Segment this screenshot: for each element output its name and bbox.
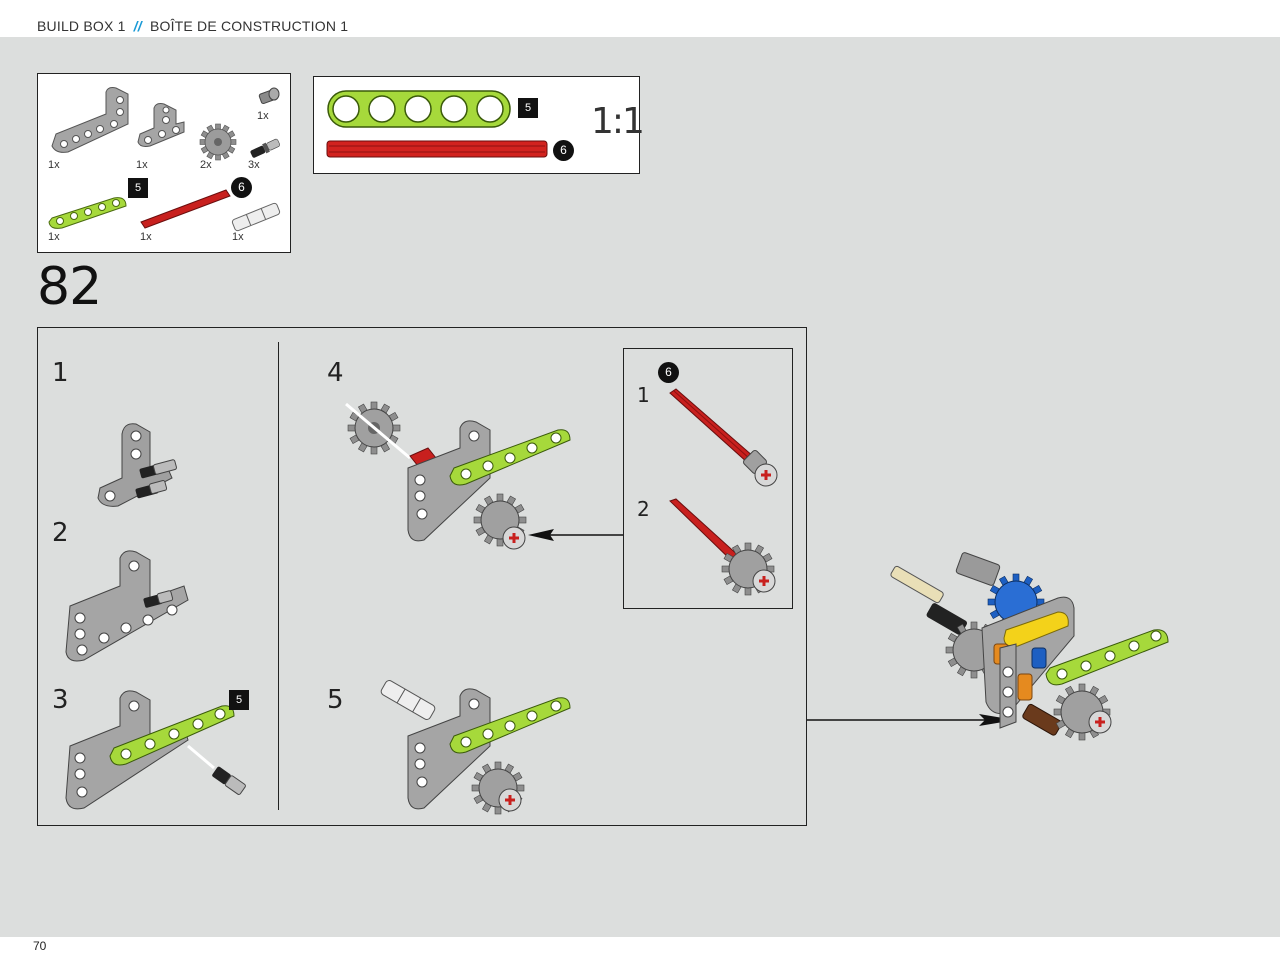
column-divider [278, 342, 279, 810]
inset-arrow [528, 529, 624, 541]
qty-l-beam-large: 1x [48, 159, 60, 171]
qty-gear: 2x [200, 159, 212, 171]
friction-pin-icon [250, 138, 281, 158]
lime-beam-scale-icon [327, 90, 511, 128]
axle-connector-icon [231, 202, 281, 232]
inset-step-2-illustration [669, 498, 776, 596]
qty-axle-connector: 1x [232, 231, 244, 243]
assembly-arrow [807, 714, 1015, 726]
step-number: 82 [37, 257, 102, 317]
header-separator: // [133, 18, 142, 34]
scale-beam-tag: 5 [518, 98, 538, 118]
inset-box: 6 1 2 [623, 348, 793, 609]
header-title: BUILD BOX 1 [37, 18, 126, 34]
inset-step-2-number: 2 [637, 497, 650, 521]
top-bar [0, 0, 1280, 37]
substep-3-illustration [65, 690, 246, 810]
substep-3-beam-tag: 5 [229, 690, 249, 710]
substep-4-number: 4 [327, 358, 344, 388]
red-axle-icon [140, 189, 231, 229]
parts-beam-tag: 5 [128, 178, 148, 198]
qty-bush: 1x [257, 110, 269, 122]
inset-axle-tag: 6 [658, 362, 679, 383]
qty-red-axle: 1x [140, 231, 152, 243]
footer-bar [0, 937, 1280, 974]
inset-step-1-number: 1 [637, 383, 650, 407]
lime-beam-icon [48, 197, 127, 229]
l-beam-small-icon [137, 103, 185, 147]
substep-2-illustration [65, 550, 189, 662]
substep-5-illustration [380, 680, 571, 815]
page-number: 70 [33, 939, 47, 953]
scale-axle-tag: 6 [553, 140, 574, 161]
substep-5-number: 5 [327, 685, 344, 715]
parts-axle-tag: 6 [231, 177, 252, 198]
parts-list-box: 1x 1x 2x 1x 3x 5 1x 6 1x 1x [37, 73, 291, 253]
scale-label: 1:1 [591, 101, 645, 142]
inset-step-1-illustration [669, 388, 778, 487]
main-step-box: 1 2 3 4 5 5 [37, 327, 807, 826]
qty-lime-beam: 1x [48, 231, 60, 243]
substep-1-number: 1 [52, 358, 69, 388]
substep-4-illustration [345, 401, 571, 550]
final-assembly-illustration [890, 552, 1169, 741]
substep-3-number: 3 [52, 685, 69, 715]
l-beam-large-icon [51, 87, 129, 153]
qty-friction-pin: 3x [248, 159, 260, 171]
qty-l-beam-small: 1x [136, 159, 148, 171]
gear-icon [199, 123, 237, 161]
scale-box: 5 6 1:1 [313, 76, 645, 174]
bush-icon [258, 87, 280, 105]
substep-1-illustration [97, 423, 177, 507]
header-subtitle: BOÎTE DE CONSTRUCTION 1 [149, 18, 349, 34]
page-header: BUILD BOX 1 // BOÎTE DE CONSTRUCTION 1 [37, 18, 348, 34]
substep-2-number: 2 [52, 518, 69, 548]
red-axle-scale-icon [326, 140, 548, 158]
